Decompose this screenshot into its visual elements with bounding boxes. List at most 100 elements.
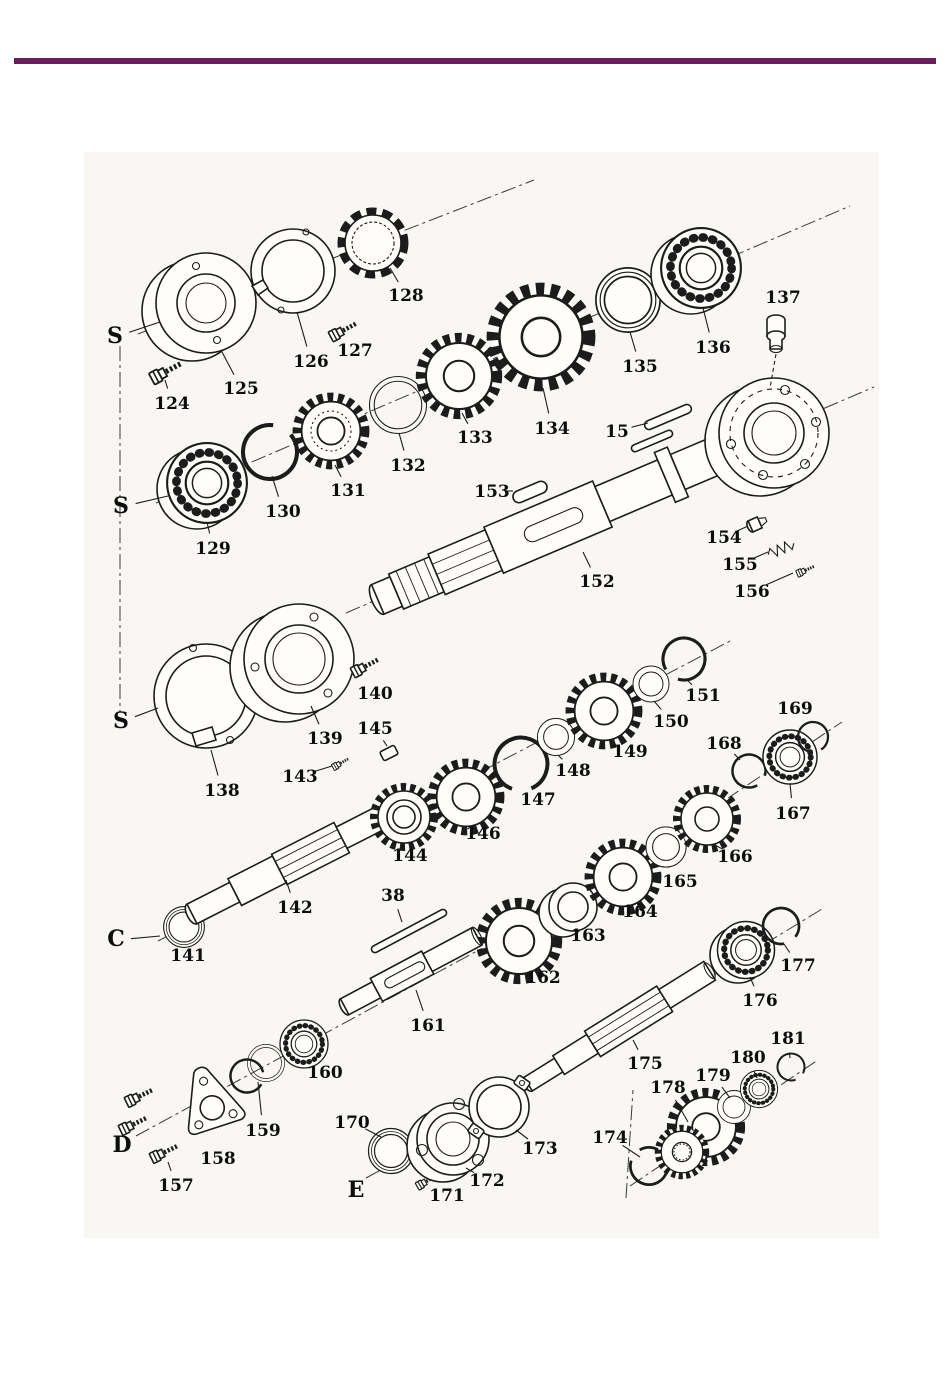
leader-128 — [389, 267, 399, 283]
leader-168 — [733, 753, 741, 761]
part-label-146: 146 — [465, 824, 501, 844]
part-131-sprocket — [297, 397, 365, 465]
part-label-145: 145 — [357, 719, 393, 739]
leader-151 — [686, 679, 693, 686]
leader-s-top — [129, 321, 161, 333]
part-label-138: 138 — [204, 781, 240, 801]
part-163-spacer — [538, 882, 598, 938]
leader-180 — [753, 1070, 758, 1079]
leader-s-mid — [135, 495, 169, 505]
part-label-173: 173 — [522, 1139, 558, 1159]
leader-157 — [167, 1161, 172, 1172]
leader-159 — [257, 1081, 262, 1116]
part-label-137: 137 — [765, 288, 801, 308]
part-175-shaft — [521, 960, 717, 1093]
part-label-153: 153 — [474, 482, 510, 502]
leader-143 — [314, 765, 333, 773]
part-label-177: 177 — [780, 956, 816, 976]
leader-15 — [631, 422, 649, 428]
part-label-156: 156 — [734, 582, 770, 602]
part-label-176: 176 — [742, 991, 778, 1011]
part-180-bearing — [740, 1070, 777, 1107]
part-label-154: 154 — [706, 528, 742, 548]
part-label-128: 128 — [388, 286, 424, 306]
leader-181 — [788, 1052, 791, 1059]
part-150-washer — [632, 665, 670, 703]
leader-132 — [398, 432, 405, 451]
part-153-key — [512, 480, 548, 504]
part-label-149: 149 — [612, 742, 648, 762]
part-label-132: 132 — [390, 456, 426, 476]
part-126-lock-plate — [250, 228, 336, 314]
leader-172 — [465, 1167, 475, 1174]
part-label-181: 181 — [770, 1029, 806, 1049]
part-166-gear — [677, 789, 737, 849]
part-label-161: 161 — [410, 1016, 446, 1036]
leader-155 — [753, 551, 769, 559]
part-125-bearing-flange — [141, 252, 257, 362]
part-label-136: 136 — [695, 338, 731, 358]
part-label-152: 152 — [579, 572, 615, 592]
part-label-163: 163 — [570, 926, 606, 946]
part-label-s-bottom: S — [113, 708, 129, 734]
part-label-s-top: S — [107, 323, 123, 349]
leader-134 — [542, 387, 550, 414]
part-173-gasket — [467, 1074, 531, 1140]
leader-166 — [714, 844, 723, 850]
part-label-175: 175 — [627, 1054, 663, 1074]
leader-139 — [310, 705, 320, 725]
part-label-126: 126 — [293, 352, 329, 372]
part-label-143: 143 — [282, 767, 318, 787]
leader-138 — [210, 749, 219, 776]
part-145-key — [379, 744, 399, 762]
part-129-bearing — [167, 443, 247, 523]
part-label-168: 168 — [706, 734, 742, 754]
part-label-135: 135 — [622, 357, 658, 377]
leader-s-bottom — [134, 707, 159, 718]
leader-c — [130, 935, 161, 940]
part-158-cover-plate — [187, 1066, 246, 1136]
part-label-38: 38 — [381, 886, 405, 906]
part-label-157: 157 — [158, 1176, 194, 1196]
part-176-bearing — [718, 922, 775, 979]
part-134-gear — [493, 289, 589, 385]
axis-flange-row — [137, 179, 535, 335]
part-label-d: D — [112, 1132, 131, 1158]
part-161-shaft — [338, 926, 484, 1016]
part-label-160: 160 — [307, 1063, 343, 1083]
leader-154 — [737, 525, 749, 532]
axis-cluster-left — [625, 1089, 634, 1199]
part-146-gear — [432, 763, 500, 831]
leader-156 — [765, 572, 794, 586]
part-label-166: 166 — [717, 847, 753, 867]
leader-124 — [164, 379, 169, 389]
part-label-162: 162 — [525, 968, 561, 988]
leader-175 — [632, 1039, 639, 1050]
part-167-bearing — [763, 730, 817, 784]
leader-135 — [629, 331, 637, 352]
part-136-ball-bearing — [661, 228, 741, 308]
part-label-155: 155 — [722, 555, 758, 575]
part-139-bearing-flange — [229, 603, 355, 723]
leader-148 — [557, 754, 563, 760]
part-15-key-second — [630, 429, 674, 453]
leader-179 — [721, 1086, 731, 1099]
part-label-139: 139 — [307, 729, 343, 749]
leader-142 — [285, 879, 291, 893]
leader-38 — [397, 909, 403, 923]
part-label-s-mid: S — [113, 493, 129, 519]
part-154-plug — [746, 515, 768, 533]
part-label-148: 148 — [555, 761, 591, 781]
part-label-179: 179 — [695, 1066, 731, 1086]
part-label-142: 142 — [277, 898, 313, 918]
part-label-151: 151 — [685, 686, 721, 706]
part-38-key — [370, 908, 448, 954]
part-label-159: 159 — [245, 1121, 281, 1141]
part-label-174: 174 — [592, 1128, 628, 1148]
part-label-165: 165 — [662, 872, 698, 892]
part-144-gear — [374, 787, 434, 847]
part-155-spring — [767, 540, 795, 558]
part-label-124: 124 — [154, 394, 190, 414]
